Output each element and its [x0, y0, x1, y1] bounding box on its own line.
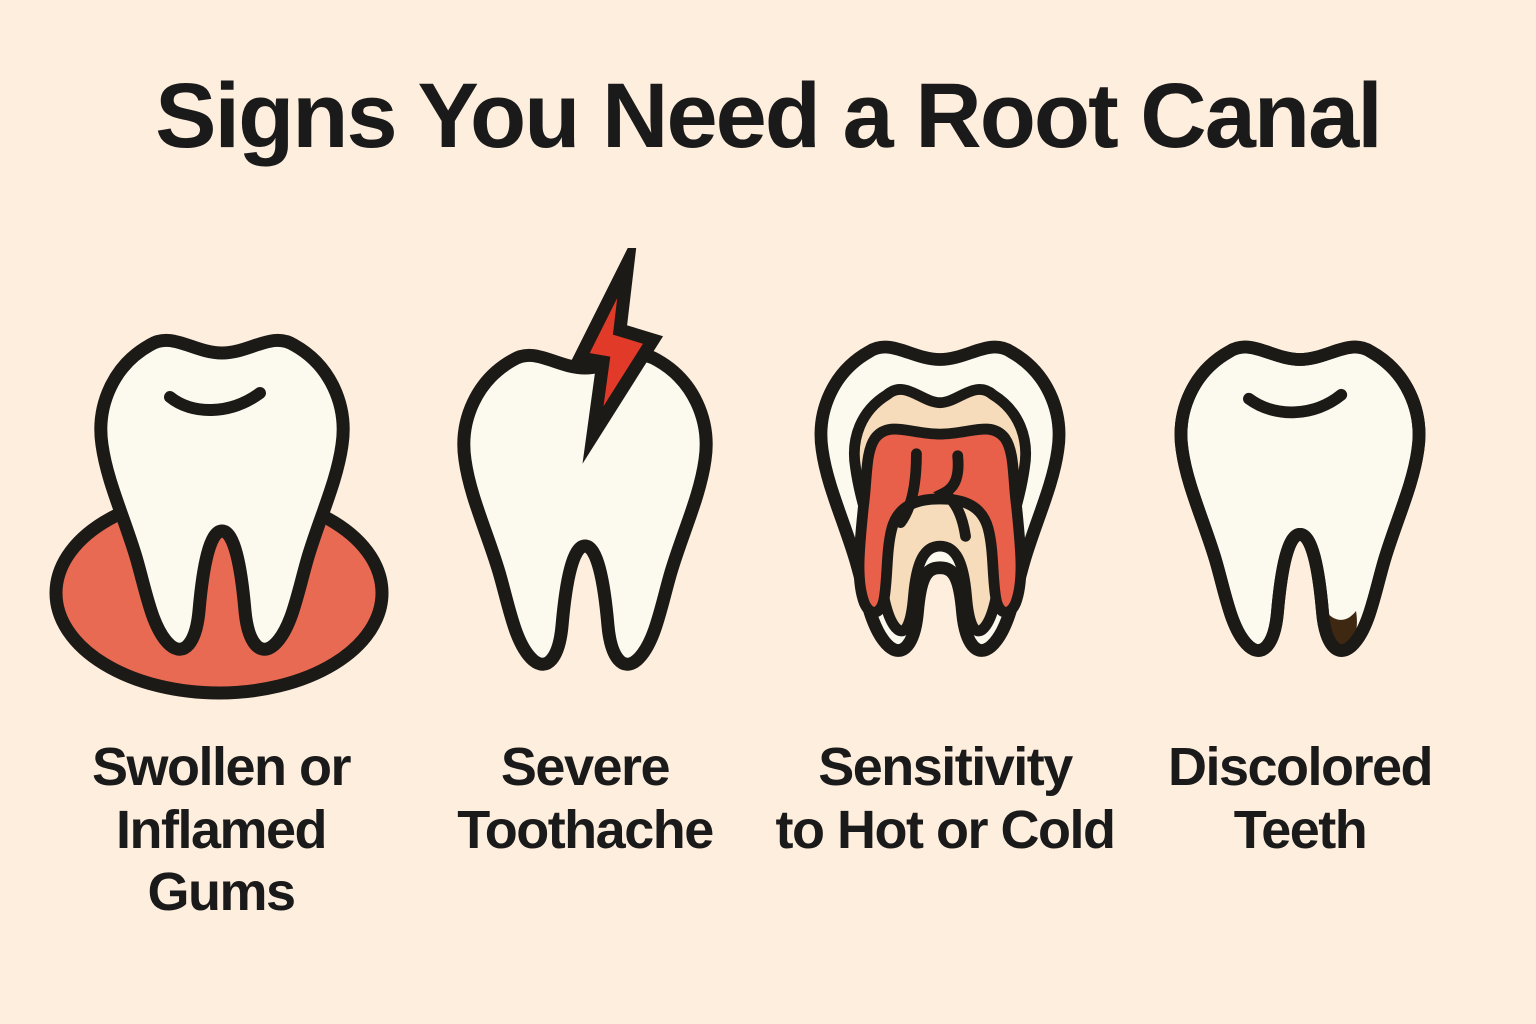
root-canal-line-right: [933, 450, 971, 542]
sign-label: Discolored Teeth: [1167, 737, 1434, 860]
lightning-bolt-icon: [570, 248, 664, 464]
crown-groove-line: [1243, 388, 1348, 419]
sign-item: Sensitivity to Hot or Cold: [760, 0, 1130, 1024]
discolored-tooth-icon: [1174, 340, 1426, 657]
swollen-gums-tooth-icon: [49, 333, 389, 700]
sign-label: Sensitivity to Hot or Cold: [775, 737, 1116, 860]
sign-label: Swollen or Inflamed Gums: [91, 737, 352, 923]
pulp-chamber: [853, 423, 1027, 618]
page-title: Signs You Need a Root Canal: [155, 65, 1383, 167]
tooth-shape: [457, 348, 713, 671]
root-canal-line-left: [895, 448, 922, 528]
sign-item: Swollen or Inflamed Gums: [30, 0, 412, 1024]
tooth-shape: [94, 333, 350, 656]
tooth-shape-restroke: [1174, 340, 1426, 657]
tooth-shape: [1174, 340, 1426, 657]
crown-groove-line: [164, 387, 266, 417]
sign-item: Severe Toothache: [400, 0, 770, 1024]
lightning-tooth-icon: [457, 248, 713, 671]
cross-section-tooth-icon: [814, 340, 1066, 657]
sign-label: Severe Toothache: [457, 737, 714, 860]
sign-item: Discolored Teeth: [1120, 0, 1480, 1024]
